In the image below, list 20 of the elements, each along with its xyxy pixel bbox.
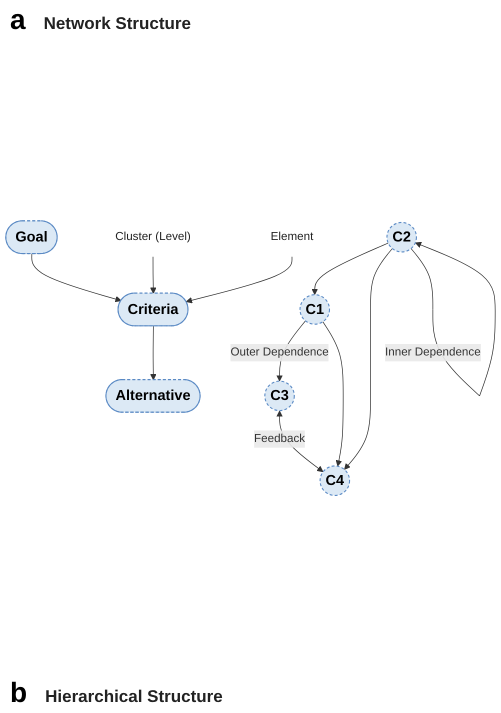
node-circle: C1 — [299, 294, 330, 325]
edge-label: Feedback — [254, 432, 306, 445]
node-text: Cluster (Level) — [115, 230, 191, 243]
arrow — [150, 256, 156, 294]
edge-label: Outer Dependence — [230, 346, 329, 358]
panel-caption: Hierarchical Structure — [45, 687, 223, 707]
panel-letter: a — [10, 4, 26, 36]
arrow — [344, 248, 393, 470]
node-circle: C2 — [386, 222, 417, 252]
panel-letter: b — [10, 677, 28, 709]
edge-label: Inner Dependence — [385, 346, 481, 358]
node-text: Element — [270, 230, 314, 243]
arrow — [150, 326, 156, 380]
arrow — [312, 242, 389, 295]
arrow — [322, 321, 344, 467]
arrow — [31, 254, 122, 302]
node-circle: C3 — [264, 380, 295, 412]
panel-caption: Network Structure — [44, 14, 191, 34]
node-circle: C4 — [320, 465, 350, 496]
arrow — [186, 256, 292, 304]
